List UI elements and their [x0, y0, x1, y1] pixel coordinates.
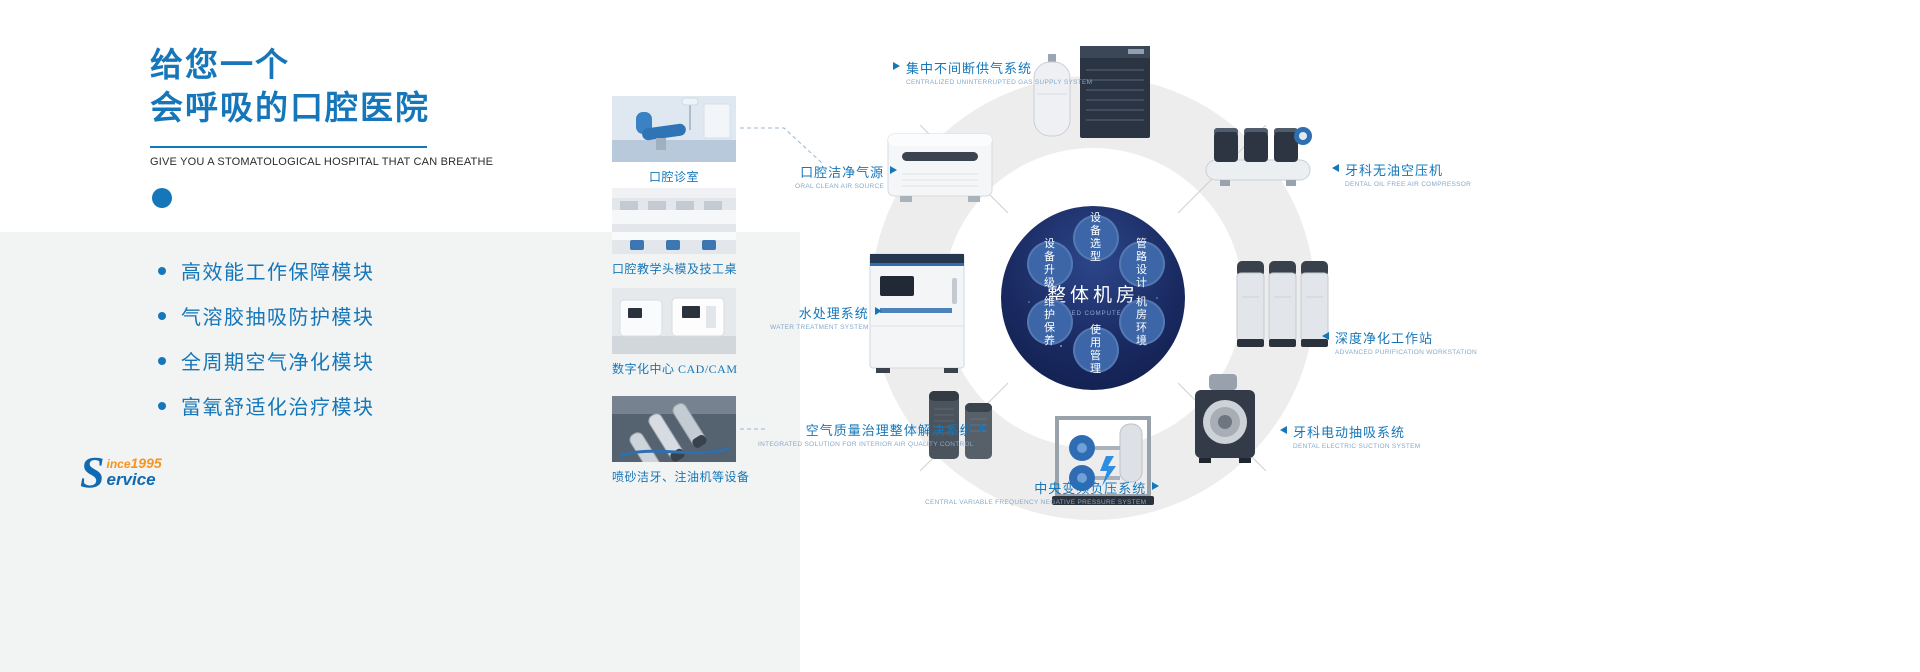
node-usage-management: 使用管理: [1073, 324, 1119, 375]
logo-top-row: ince1995: [106, 456, 161, 470]
photo-dental-clinic: 口腔诊室: [612, 96, 736, 185]
photo-handpiece-equipment: 喷砂洁牙、注油机等设备: [612, 396, 750, 485]
equipment-label-clean-air-source: 口腔洁净气源 ORAL CLEAN AIR SOURCE: [795, 162, 898, 190]
equipment-label-zh: 水处理系统: [798, 306, 869, 321]
bullet-icon: [158, 356, 166, 365]
arrow-right-icon: [893, 62, 900, 70]
equipment-label-zh: 口腔洁净气源: [800, 165, 885, 180]
arrow-right-icon: [874, 307, 882, 315]
module-item: 气溶胶抽吸防护模块: [158, 293, 375, 338]
node-room-environment: 机房环境: [1119, 296, 1165, 347]
photo-caption: 口腔诊室: [648, 170, 699, 184]
node-pipeline-design: 管路设计: [1119, 238, 1165, 289]
module-label: 全周期空气净化模块: [181, 352, 375, 374]
equipment-label-purification-workstation: 深度净化工作站 ADVANCED PURIFICATION WORKSTATIO…: [1322, 328, 1477, 356]
equipment-label-zh: 深度净化工作站: [1335, 331, 1434, 346]
arrow-left-icon: [1280, 426, 1287, 434]
module-item: 全周期空气净化模块: [158, 338, 375, 383]
equipment-image-purification-workstation: [1232, 255, 1332, 355]
photo-image-handpiece-equipment: [612, 396, 736, 462]
logo-year: 1995: [130, 455, 162, 472]
accent-dot: [152, 188, 172, 208]
photo-teaching-lab: 口腔教学头模及技工桌: [612, 188, 738, 277]
equipment-caption-en: DENTAL OIL FREE AIR COMPRESSOR: [1345, 181, 1472, 188]
module-label: 高效能工作保障模块: [181, 262, 375, 284]
center-subtitle: INTEGRATED COMPUTER ROOM: [1033, 310, 1153, 317]
equipment-label-water-treatment: 水处理系统 WATER TREATMENT SYSTEM: [770, 303, 882, 331]
equipment-label-electric-suction: 牙科电动抽吸系统 DENTAL ELECTRIC SUCTION SYSTEM: [1280, 422, 1420, 450]
node-equipment-upgrade: 设备升级: [1027, 238, 1073, 289]
node-label: 设备选型: [1090, 211, 1102, 264]
divider-line: [150, 146, 427, 148]
module-label: 富氧舒适化治疗模块: [181, 397, 375, 419]
module-label: 气溶胶抽吸防护模块: [181, 307, 375, 329]
arrow-left-icon: [1332, 164, 1339, 172]
dashed-connector: [740, 127, 823, 164]
equipment-image-clean-air-source: [886, 126, 994, 206]
photo-caption: 喷砂洁牙、注油机等设备: [612, 470, 750, 484]
equipment-image-negative-pressure-skid: [1052, 410, 1154, 507]
module-item: 高效能工作保障模块: [158, 248, 375, 293]
equipment-caption-en: WATER TREATMENT SYSTEM: [770, 324, 869, 331]
equipment-caption-en: CENTRAL VARIABLE FREQUENCY NEGATIVE PRES…: [925, 499, 1147, 506]
photo-image-teaching-lab: [612, 188, 736, 254]
equipment-label-zh: 空气质量治理整体解决系统: [805, 423, 974, 438]
node-maintenance: 维护保养: [1027, 296, 1073, 347]
arrow-left-icon: [1322, 332, 1329, 340]
bullet-icon: [158, 311, 166, 320]
equipment-label-gas-supply: 集中不间断供气系统 CENTRALIZED UNINTERRUPTED GAS …: [893, 58, 1092, 86]
module-list: 高效能工作保障模块 气溶胶抽吸防护模块 全周期空气净化模块 富氧舒适化治疗模块: [158, 248, 375, 428]
arrow-right-icon: [1152, 482, 1160, 490]
equipment-label-air-quality: 空气质量治理整体解决系统 INTEGRATED SOLUTION FOR INT…: [758, 420, 987, 448]
node-label: 设备升级: [1044, 237, 1056, 290]
page-title-line1: 给您一个: [150, 46, 290, 83]
arrow-right-icon: [890, 166, 898, 174]
photo-caption: 口腔教学头模及技工桌: [612, 262, 738, 276]
bullet-icon: [158, 266, 166, 275]
arrow-right-icon: [979, 424, 987, 432]
bullet-icon: [158, 401, 166, 410]
logo-ervice: ervice: [106, 470, 156, 490]
equipment-caption-en: DENTAL ELECTRIC SUCTION SYSTEM: [1293, 443, 1421, 450]
equipment-image-water-treatment: [868, 248, 966, 374]
photo-caption: 数字化中心 CAD/CAM: [612, 362, 738, 376]
center-title: 整体机房: [1046, 284, 1139, 306]
subtitle-en: GIVE YOU A STOMATOLOGICAL HOSPITAL THAT …: [150, 156, 494, 168]
equipment-image-ups-gas-supply: [1028, 42, 1153, 142]
equipment-label-zh: 牙科无油空压机: [1345, 163, 1444, 178]
node-equipment-selection: 设备选型: [1073, 212, 1119, 263]
equipment-caption-en: ORAL CLEAN AIR SOURCE: [795, 183, 885, 190]
logo-initial: S: [80, 448, 105, 497]
equipment-caption-en: CENTRALIZED UNINTERRUPTED GAS SUPPLY SYS…: [906, 79, 1093, 86]
node-label: 机房环境: [1136, 295, 1148, 348]
node-label: 使用管理: [1090, 323, 1102, 376]
photo-image-digital-center: [612, 288, 736, 354]
node-label: 管路设计: [1136, 237, 1148, 290]
since1995-service-logo: S ince1995 ervice: [80, 448, 162, 497]
equipment-label-oil-free-compressor: 牙科无油空压机 DENTAL OIL FREE AIR COMPRESSOR: [1332, 160, 1471, 188]
equipment-label-zh: 中央变频负压系统: [1034, 481, 1147, 496]
page-title: 给您一个 会呼吸的口腔医院: [150, 44, 430, 130]
equipment-image-electric-suction: [1185, 372, 1265, 464]
equipment-image-oil-free-compressor: [1202, 118, 1314, 190]
logo-text: ince1995 ervice: [106, 456, 161, 490]
equipment-label-negative-pressure: 中央变频负压系统 CENTRAL VARIABLE FREQUENCY NEGA…: [925, 478, 1160, 506]
node-label: 维护保养: [1044, 295, 1056, 348]
equipment-label-zh: 集中不间断供气系统: [906, 61, 1033, 76]
module-item: 富氧舒适化治疗模块: [158, 383, 375, 428]
photo-image-dental-clinic: [612, 96, 736, 162]
equipment-caption-en: INTEGRATED SOLUTION FOR INTERIOR AIR QUA…: [758, 441, 974, 448]
equipment-image-air-quality-towers: [925, 385, 997, 465]
equipment-label-zh: 牙科电动抽吸系统: [1293, 425, 1406, 440]
logo-ince: ince: [106, 457, 131, 472]
page-title-line2: 会呼吸的口腔医院: [150, 88, 430, 126]
equipment-caption-en: ADVANCED PURIFICATION WORKSTATION: [1335, 349, 1477, 356]
photo-digital-center: 数字化中心 CAD/CAM: [612, 288, 738, 377]
